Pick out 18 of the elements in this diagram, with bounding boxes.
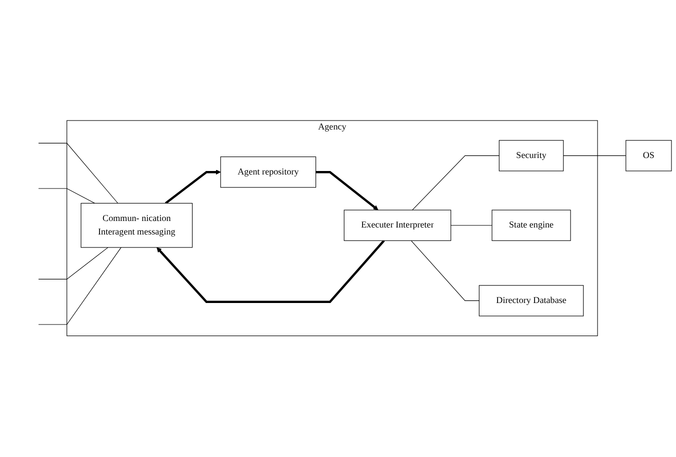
connector	[450, 225, 492, 226]
arrow	[316, 171, 378, 211]
connector	[410, 240, 480, 302]
connector	[38, 143, 118, 204]
node-box	[220, 156, 316, 188]
node-box	[498, 140, 564, 172]
node-box	[626, 140, 672, 172]
arrow	[164, 170, 221, 204]
connector	[38, 247, 108, 280]
node-box	[478, 285, 584, 317]
connector	[412, 156, 500, 211]
arrow	[156, 240, 385, 304]
cluster	[66, 120, 598, 336]
node-box	[344, 210, 452, 242]
connector	[38, 188, 96, 204]
node-box	[80, 203, 193, 248]
connector	[38, 247, 122, 326]
node-box	[492, 210, 571, 242]
